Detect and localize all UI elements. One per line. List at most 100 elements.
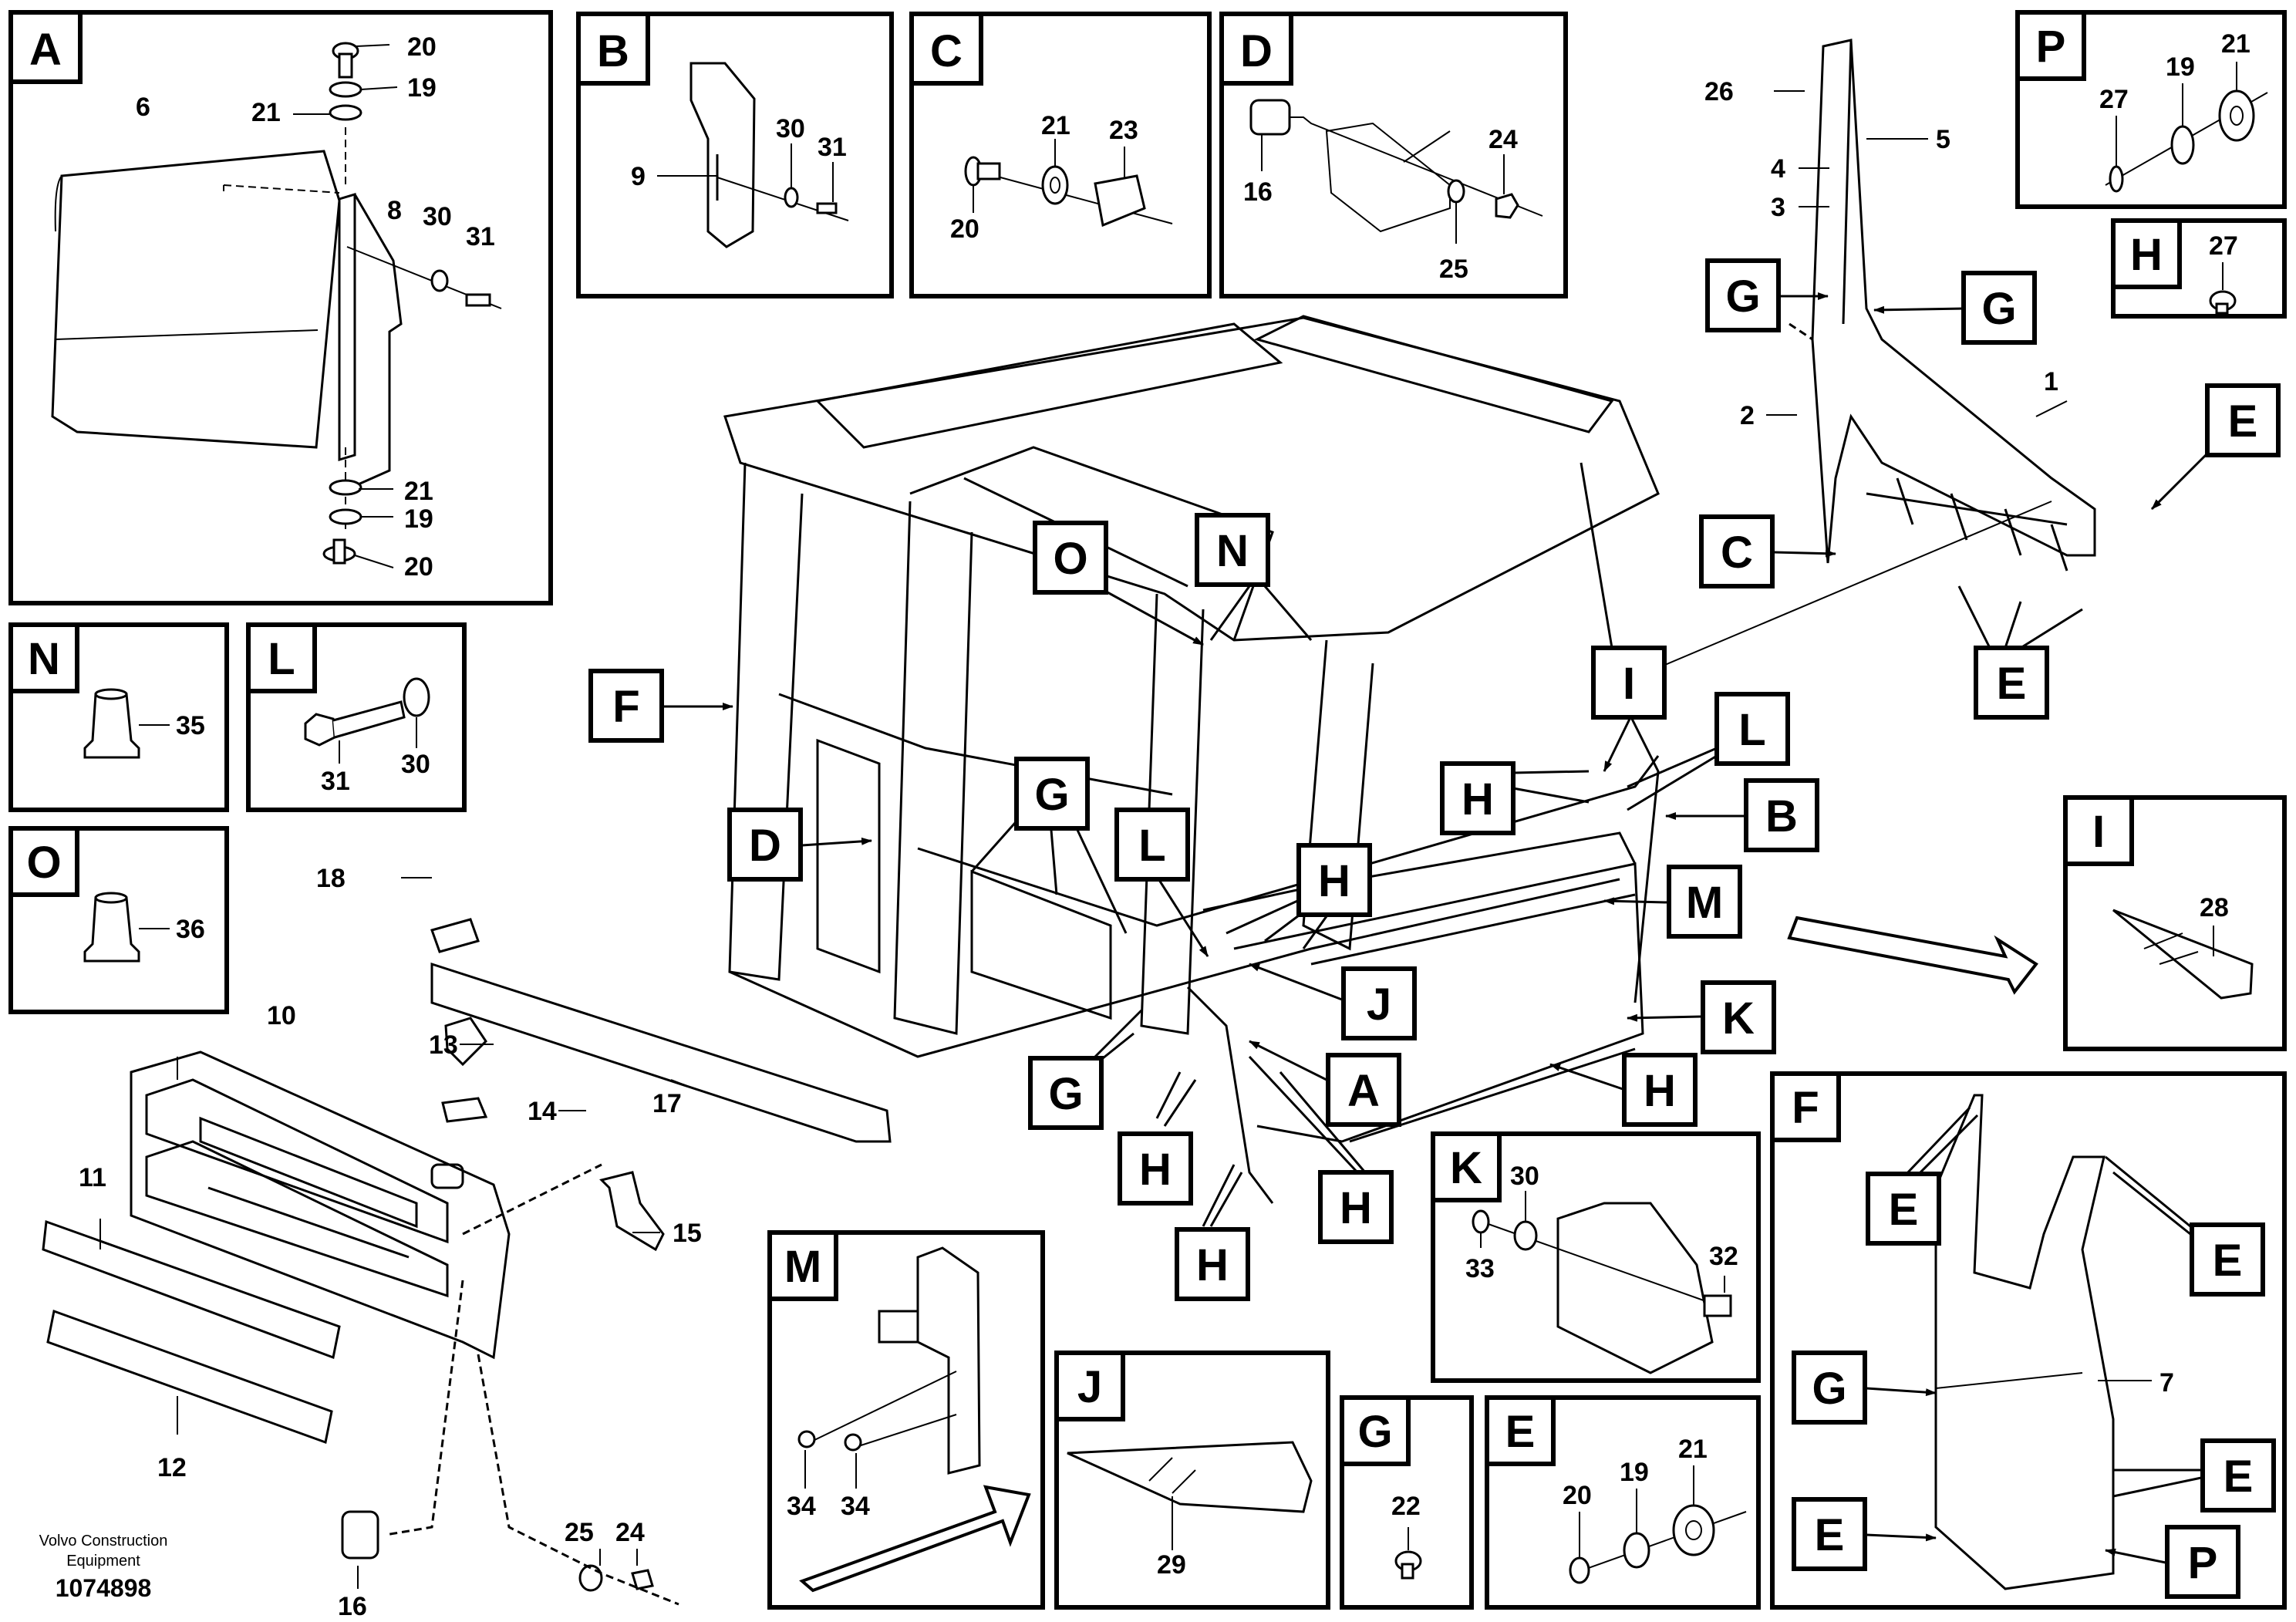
ref-24: 24 — [615, 1518, 645, 1547]
doc-number: 1074898 — [56, 1574, 152, 1602]
ref-e-20: 20 — [1563, 1481, 1592, 1510]
callout-h-3: H — [1139, 1145, 1172, 1195]
ref-m-34-b: 34 — [841, 1492, 870, 1521]
side-panel-drawing — [1789, 39, 2096, 572]
ref-l-31: 31 — [321, 767, 350, 796]
callout-h-1: H — [1318, 856, 1350, 906]
callout-j: J — [1367, 980, 1391, 1030]
ref-c-20: 20 — [950, 214, 979, 244]
ref-a-19: 19 — [407, 73, 437, 103]
panel-o: O 36 — [8, 826, 229, 1014]
ref-13: 13 — [429, 1030, 458, 1060]
ref-5: 5 — [1936, 125, 1950, 154]
ref-n-35: 35 — [176, 711, 205, 740]
ref-d-24: 24 — [1489, 125, 1518, 154]
callout-i: I — [1623, 659, 1635, 709]
ref-b-30: 30 — [776, 114, 805, 143]
panel-j-tag: J — [1077, 1362, 1102, 1412]
panel-e-tag: E — [1505, 1407, 1536, 1457]
panel-j: J 29 — [1054, 1351, 1330, 1610]
grille-drawing — [42, 918, 892, 1606]
ref-b-31: 31 — [818, 133, 847, 162]
callout-g-4: G — [1981, 284, 2016, 334]
panel-d: D 16 24 25 — [1219, 12, 1568, 298]
callout-e-5: E — [2224, 1452, 2254, 1502]
panel-g-tag: G — [1357, 1407, 1392, 1457]
ref-e-19: 19 — [1620, 1458, 1649, 1487]
callout-e-4: E — [2213, 1236, 2243, 1286]
ref-12: 12 — [157, 1453, 187, 1482]
callout-l-2: L — [1738, 705, 1765, 755]
callout-c: C — [1721, 528, 1753, 578]
callout-d: D — [749, 821, 781, 871]
panel-n-tag: N — [28, 634, 60, 684]
panel-p: P 27 19 21 — [2015, 10, 2287, 209]
ref-a-30: 30 — [423, 202, 452, 231]
panel-m: M 34 34 — [767, 1230, 1045, 1610]
ref-k-32: 32 — [1709, 1242, 1738, 1271]
panel-o-tag: O — [26, 838, 61, 888]
callout-g-1: G — [1034, 770, 1069, 820]
ref-f-7: 7 — [2159, 1368, 2174, 1398]
panel-l-tag: L — [268, 634, 295, 684]
panel-f-tag: F — [1792, 1083, 1819, 1133]
panel-b: B 9 30 31 — [576, 12, 894, 298]
ref-d-16: 16 — [1243, 177, 1273, 207]
callout-e-3: E — [1889, 1185, 1919, 1235]
panel-h-tag: H — [2130, 230, 2163, 280]
ref-a-20: 20 — [407, 32, 437, 62]
callout-e-2: E — [1997, 659, 2027, 709]
callout-p: P — [2188, 1538, 2218, 1588]
ref-d-25: 25 — [1439, 255, 1468, 284]
callouts: O N F D G L H J A K — [588, 258, 2281, 1599]
ref-3: 3 — [1771, 193, 1785, 222]
ref-15: 15 — [673, 1219, 702, 1248]
callout-h-4: H — [1340, 1183, 1372, 1233]
ref-a-21: 21 — [251, 98, 281, 127]
ref-18: 18 — [316, 864, 346, 893]
ref-k-33: 33 — [1465, 1254, 1495, 1283]
ref-c-21: 21 — [1041, 111, 1070, 140]
callout-g-5: G — [1812, 1364, 1846, 1414]
ref-25: 25 — [565, 1518, 594, 1547]
callout-m: M — [1686, 878, 1723, 928]
panel-m-tag: M — [784, 1242, 821, 1292]
ref-p-27: 27 — [2099, 85, 2129, 114]
panel-c-tag: C — [930, 26, 963, 76]
brand-line-2: Equipment — [66, 1553, 140, 1570]
panel-g: G 22 — [1340, 1395, 1474, 1610]
callout-h-5: H — [1196, 1240, 1229, 1290]
ref-e-21: 21 — [1678, 1435, 1708, 1464]
ref-b-9: 9 — [631, 162, 646, 191]
panel-d-tag: D — [1240, 26, 1273, 76]
ref-a-8: 8 — [387, 196, 402, 225]
ref-a-6: 6 — [136, 93, 150, 122]
cab-frame-drawing — [723, 315, 1660, 1204]
ref-26: 26 — [1704, 77, 1734, 106]
panel-n: N 35 — [8, 622, 229, 812]
panel-c: C 21 23 20 — [909, 12, 1212, 298]
footer-brand: Volvo Construction Equipment 1074898 — [39, 1533, 168, 1602]
brand-line-1: Volvo Construction — [39, 1533, 168, 1549]
panel-l: L 31 30 — [246, 622, 467, 812]
callout-h-6: H — [1462, 774, 1494, 824]
ref-17: 17 — [652, 1089, 682, 1118]
ref-o-36: 36 — [176, 915, 205, 944]
ref-m-34: 34 — [787, 1492, 816, 1521]
panel-a: A 20 19 21 6 8 30 31 21 19 20 — [8, 10, 553, 605]
callout-o: O — [1053, 534, 1087, 584]
panel-k: K 30 33 32 — [1431, 1131, 1761, 1383]
ref-g-22: 22 — [1391, 1492, 1421, 1521]
panel-i-tag: I — [2092, 807, 2105, 857]
ref-4: 4 — [1771, 154, 1785, 184]
callout-f: F — [612, 682, 639, 732]
ref-14: 14 — [528, 1097, 557, 1126]
ref-p-19: 19 — [2166, 52, 2195, 82]
panel-a-tag: A — [29, 25, 62, 75]
ref-1: 1 — [2044, 367, 2058, 396]
ref-c-23: 23 — [1109, 116, 1138, 145]
direction-arrow — [1787, 916, 2038, 995]
panel-k-tag: K — [1450, 1143, 1482, 1193]
panel-h: H 27 — [2111, 218, 2287, 319]
